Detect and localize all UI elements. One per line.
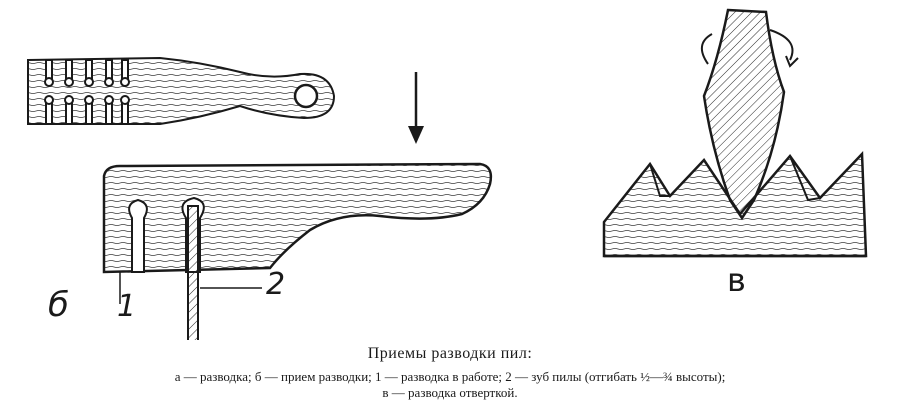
figure-label-2: 2 — [266, 267, 286, 302]
caption-legend-line-1: а — разводка; б — прием разводки; 1 — ра… — [174, 369, 726, 384]
saw-setting-illustration — [27, 8, 868, 340]
figure-label-v: в — [727, 261, 746, 299]
saw-tooth — [187, 205, 199, 340]
figure-label-1: 1 — [117, 289, 137, 324]
screwdriver — [701, 8, 799, 221]
saw-set-tool-in-use — [102, 162, 493, 340]
rotation-arrow — [769, 29, 794, 61]
figure-label-b: б — [48, 285, 69, 325]
downward-arrow — [408, 72, 424, 144]
caption-title: Приемы разводки пил: — [367, 345, 533, 362]
caption-legend-line-2: в — разводка отверткой. — [382, 385, 518, 400]
saw-set-tool-top — [27, 56, 336, 125]
hanging-hole — [293, 83, 319, 109]
